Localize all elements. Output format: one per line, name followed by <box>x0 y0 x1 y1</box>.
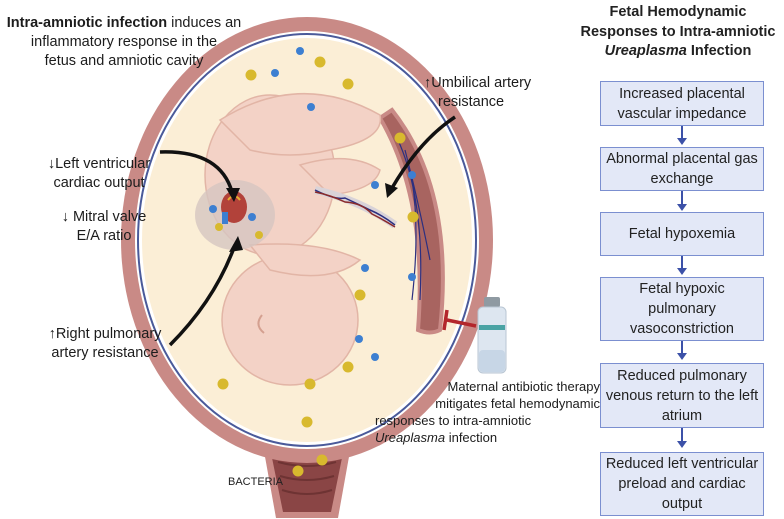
up-arrow-icon: ↑ <box>424 75 432 91</box>
arrow-to-pulmonary <box>168 244 237 347</box>
flow-arrow-4 <box>677 341 687 360</box>
bacteria-label: BACTERIA <box>228 476 284 488</box>
fetus <box>195 93 382 386</box>
flow-step-3: Fetal hypoxemia <box>600 212 764 256</box>
rpa-label: ↑Right pulmonary artery resistance <box>48 326 162 361</box>
flow-arrow-3 <box>677 256 687 275</box>
arrow-to-heart <box>159 150 234 193</box>
pointer-arrows <box>159 115 456 347</box>
placenta <box>377 107 445 335</box>
arrowhead-pulmonary <box>229 236 243 252</box>
mitral-label: ↓ Mitral valve E/A ratio <box>61 209 147 244</box>
flow-step-4: Fetal hypoxic pulmonary vasoconstriction <box>600 277 764 341</box>
flow-arrow-1 <box>677 126 687 145</box>
infection-label: Intra-amniotic infection induces an infl… <box>6 15 242 69</box>
infection-label-bold: Intra-amniotic infection <box>6 15 168 31</box>
flow-step-2: Abnormal placental gas exchange <box>600 147 764 191</box>
lv-output-label: ↓Left ventricular cardiac output <box>47 156 151 191</box>
flow-step-1: Increased placental vascular impedance <box>600 81 764 126</box>
arrowhead-cord <box>385 183 398 198</box>
arrow-to-cord <box>390 115 456 189</box>
down-arrow-icon: ↓ <box>47 156 56 172</box>
up-arrow-icon: ↑ <box>48 326 56 342</box>
flow-arrow-2 <box>677 191 687 211</box>
umbilical-label: ↑Umbilical artery resistance <box>424 75 532 110</box>
flow-step-5: Reduced pulmonary venous return to the l… <box>600 363 764 428</box>
down-arrow-icon: ↓ <box>61 209 69 225</box>
flowchart-title: Fetal Hemodynamic Responses to Intra-amn… <box>580 4 776 59</box>
antibiotic-vial-icon <box>477 297 507 374</box>
arrowhead-heart <box>226 188 240 202</box>
bacteria-dots <box>209 47 419 477</box>
inhibition-t-bar-icon <box>442 309 477 331</box>
flow-arrow-5 <box>677 428 687 448</box>
flow-step-6: Reduced left ventricular preload and car… <box>600 452 764 516</box>
antibiotic-label: Maternal antibiotic therapy mitigates fe… <box>375 379 600 445</box>
